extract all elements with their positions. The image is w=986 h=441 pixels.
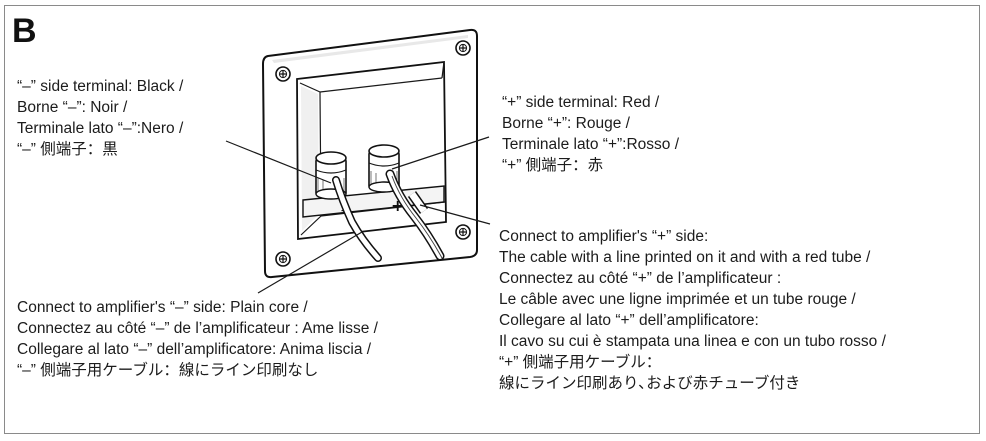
callout-line: Il cavo su cui è stampata una linea e co… <box>499 333 886 350</box>
callout-line: Connectez au côté “–” de l’amplificateur… <box>17 320 378 337</box>
minus-cable <box>332 176 382 262</box>
callout-line: Collegare al lato “–” dell’amplificatore… <box>17 341 372 358</box>
screw-icon <box>275 66 291 82</box>
callout-line: “+” 側端子用ケーブル： <box>499 354 662 371</box>
leader-plus-terminal <box>391 136 490 170</box>
callout-line: “–” 側端子：黒 <box>17 141 118 158</box>
callout-line: 線にライン印刷あり､および赤チューブ付き <box>499 375 801 392</box>
callout-line: Connect to amplifier's “+” side: <box>499 228 709 245</box>
callout-line: Connectez au côté “+” de l’amplificateur… <box>499 270 782 287</box>
callout-line: Terminale lato “+”:Rosso / <box>502 136 680 153</box>
callout-line: Connect to amplifier's “–” side: Plain c… <box>17 299 308 316</box>
leader-plus-cable <box>419 204 491 225</box>
callout-line: Collegare al lato “+” dell’amplificatore… <box>499 312 759 329</box>
callout-minus-terminal: “–” side terminal: Black / Borne “–”: No… <box>17 76 183 160</box>
screw-icon <box>455 40 471 56</box>
plus-cable <box>385 169 445 261</box>
leader-minus-cable <box>257 231 363 294</box>
callout-line: The cable with a line printed on it and … <box>499 249 871 266</box>
callout-line: “–” side terminal: Black / <box>17 78 184 95</box>
callout-line: Borne “+”: Rouge / <box>502 115 630 132</box>
callout-plus-terminal: “+” side terminal: Red / Borne “+”: Roug… <box>502 92 679 176</box>
callout-line: “+” 側端子：赤 <box>502 157 604 174</box>
callout-minus-cable: Connect to amplifier's “–” side: Plain c… <box>17 297 378 381</box>
figure-frame <box>4 5 980 434</box>
screw-icon <box>275 251 291 267</box>
leader-minus-terminal <box>225 140 332 184</box>
callout-line: “–” 側端子用ケーブル：線にライン印刷なし <box>17 362 319 379</box>
screw-icon <box>455 224 471 240</box>
callout-line: Le câble avec une ligne imprimée et un t… <box>499 291 856 308</box>
callout-line: “+” side terminal: Red / <box>502 94 660 111</box>
callout-line: Borne “–”: Noir / <box>17 99 128 116</box>
callout-plus-cable: Connect to amplifier's “+” side: The cab… <box>499 226 886 394</box>
callout-line: Terminale lato “–”:Nero / <box>17 120 184 137</box>
section-label: B <box>12 12 37 50</box>
